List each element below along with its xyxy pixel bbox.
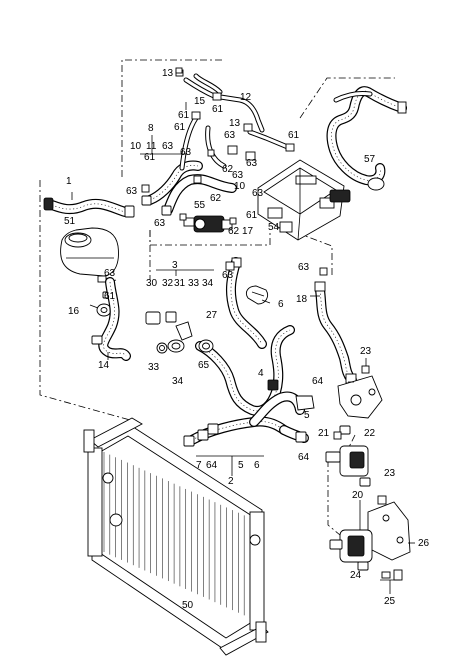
radiator-fins [103,452,251,618]
bracket-4-5 [267,379,315,411]
callout-30: 30 [146,278,158,289]
callout-63-a: 63 [224,130,236,141]
callout-32: 32 [162,278,174,289]
callout-63-c: 63 [180,147,192,158]
callout-7: 7 [196,460,202,471]
callout-62-c: 62 [228,226,240,237]
bracket-22 [337,375,383,435]
hose-1 [43,197,135,218]
callout-23-a: 23 [360,346,372,357]
callout-5-b: 5 [238,460,244,471]
callout-21: 21 [318,428,330,439]
callout-63-f: 63 [126,186,138,197]
callout-63-j: 63 [298,262,310,273]
callout-64-a: 64 [312,376,324,387]
callout-64-c: 64 [206,460,218,471]
callout-26: 26 [418,538,430,549]
callout-6: 6 [278,299,284,310]
callout-22: 22 [364,428,376,439]
hose-18 [314,281,357,385]
hose-14 [91,277,131,361]
callout-63-i: 63 [222,270,234,281]
callout-24: 24 [350,570,362,581]
callout-63-k: 63 [104,268,116,279]
callout-33-a: 33 [188,278,200,289]
callout-13-top: 13 [162,68,174,79]
callout-18: 18 [296,294,308,305]
expansion-tank [60,227,119,283]
callout-65: 65 [198,360,210,371]
callout-5: 5 [304,410,310,421]
callout-51: 51 [64,216,76,227]
callout-61-a: 61 [212,104,224,115]
callout-63-e: 63 [232,170,244,181]
connector-parts-30-34 [145,311,214,354]
screws-and-clips [141,67,370,440]
callout-63-b: 63 [162,141,174,152]
callout-64-b: 64 [298,452,310,463]
callout-16: 16 [68,306,80,317]
callout-61-f: 61 [246,210,258,221]
callout-2: 2 [228,476,234,487]
callout-27: 27 [206,310,218,321]
callout-31: 31 [174,278,186,289]
radiator [83,417,269,656]
callout-11: 11 [146,141,157,152]
leader-lines [71,102,415,594]
callout-54: 54 [268,222,280,233]
callout-33-b: 33 [148,362,160,373]
callout-4: 4 [258,368,264,379]
callout-62-a: 62 [222,164,234,175]
callout-14: 14 [98,360,110,371]
pump-24-bracket-26 [329,495,411,581]
callout-15: 15 [194,96,206,107]
callout-6-b: 6 [254,460,260,471]
callout-55: 55 [194,200,206,211]
callout-63-h: 63 [154,218,166,229]
callout-61-e: 61 [144,152,156,163]
callout-61-g: 61 [104,291,116,302]
thermostat-housing-54 [257,159,351,241]
callout-20: 20 [352,490,364,501]
callout-50: 50 [182,600,194,611]
callout-34-a: 34 [202,278,214,289]
callout-25: 25 [384,596,396,607]
callout-61-c: 61 [174,122,186,133]
callout-61-b: 61 [178,110,190,121]
hose-57 [326,86,407,191]
callout-57: 57 [364,154,376,165]
callout-34-b: 34 [172,376,184,387]
clip-6 [245,285,269,305]
callout-63-g: 63 [252,188,264,199]
callout-61-d: 61 [288,130,300,141]
callout-17: 17 [242,226,254,237]
callout-1: 1 [66,176,72,187]
callout-13-mid: 13 [229,118,241,129]
callout-63-d: 63 [246,158,258,169]
callout-10-b: 10 [234,181,246,192]
callout-10: 10 [130,141,142,152]
callout-62-b: 62 [210,193,222,204]
pump-20 [325,445,371,487]
callout-labels: 13 12 15 61 61 13 61 61 63 8 10 11 63 61… [64,68,430,611]
callout-8: 8 [148,123,154,134]
callout-12: 12 [240,92,252,103]
callout-23-b: 23 [384,468,396,479]
auxiliary-pump-55 [183,215,233,233]
callout-3: 3 [172,260,178,271]
